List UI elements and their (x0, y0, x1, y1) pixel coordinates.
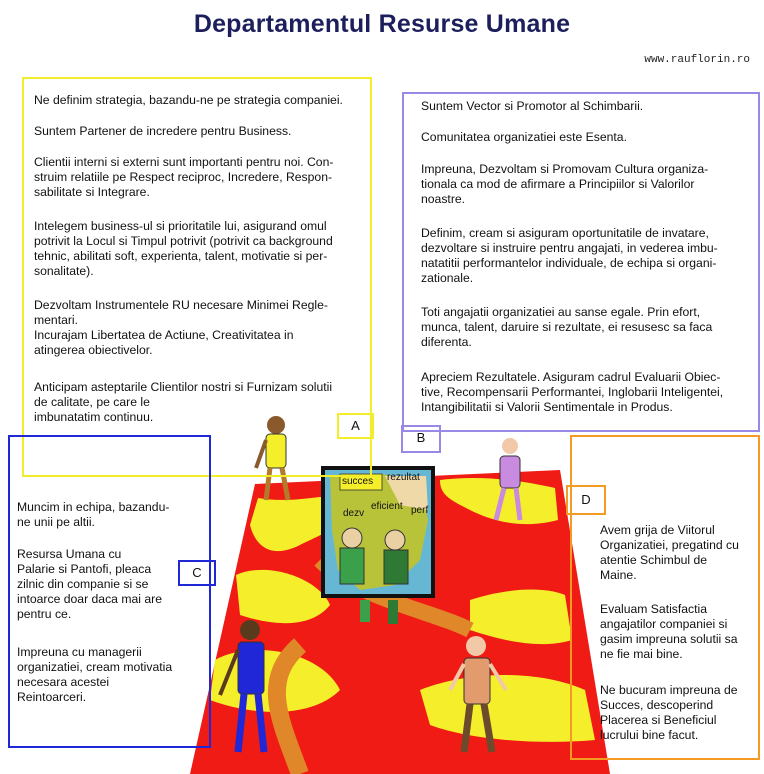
person-purple-figure (493, 438, 523, 521)
box-c-paragraph: Muncim in echipa, bazandu- ne unii pe al… (17, 500, 170, 529)
map-label-succes: succes (342, 476, 374, 487)
box-d-frame (570, 435, 760, 760)
box-a-paragraph: Intelegem business-ul si prioritatile lu… (34, 219, 333, 278)
explorers-with-map (321, 466, 435, 624)
box-b-paragraph: Comunitatea organizatiei este Esenta. (421, 130, 627, 144)
map-label-rezultat: rezultat (387, 472, 420, 483)
page-title: Departamentul Resurse Umane (193, 10, 571, 38)
map-label-dezv: dezv (343, 508, 365, 519)
box-a-frame (22, 77, 372, 477)
person-blue-figure (218, 620, 268, 753)
tag-b: B (401, 425, 441, 453)
box-c-paragraph: Impreuna cu managerii organizatiei, crea… (17, 645, 173, 704)
box-a-paragraph: Clientii interni si externi sunt importa… (34, 155, 334, 199)
box-d-paragraph: Avem grija de Viitorul Organizatiei, pre… (600, 523, 739, 582)
website-link[interactable]: www.rauflorin.ro (644, 54, 750, 66)
person-orange-figure (448, 636, 508, 753)
box-a-paragraph: Suntem Partener de incredere pentru Busi… (34, 124, 292, 138)
box-b-paragraph: Apreciem Rezultatele. Asiguram cadrul Ev… (421, 370, 724, 414)
box-b-paragraph: Toti angajatii organizatiei au sanse ega… (421, 305, 713, 349)
box-a-paragraph: Dezvoltam Instrumentele RU necesare Mini… (34, 298, 328, 357)
map-label-perf: perf (411, 505, 429, 516)
box-c-paragraph: Resursa Umana cu Palarie si Pantofi, ple… (17, 547, 162, 621)
box-d-paragraph: Evaluam Satisfactia angajatilor companie… (600, 602, 738, 661)
box-c-frame (8, 435, 211, 748)
box-b-frame (402, 92, 760, 432)
tag-a: A (337, 413, 374, 439)
box-a-paragraph: Ne definim strategia, bazandu-ne pe stra… (34, 93, 343, 107)
box-b-paragraph: Definim, cream si asiguram oportunitatil… (421, 226, 718, 285)
tag-d: D (566, 485, 606, 515)
map-label-eficient: eficient (371, 501, 403, 512)
box-a-paragraph: Anticipam asteptarile Clientilor nostri … (34, 380, 333, 424)
box-b-paragraph: Impreuna, Dezvoltam si Promovam Cultura … (421, 162, 709, 206)
tag-c: C (178, 560, 216, 586)
person-yellow-figure (254, 416, 291, 501)
box-b-paragraph: Suntem Vector si Promotor al Schimbarii. (421, 99, 644, 113)
box-d-paragraph: Ne bucuram impreuna de Succes, descoperi… (600, 683, 738, 742)
